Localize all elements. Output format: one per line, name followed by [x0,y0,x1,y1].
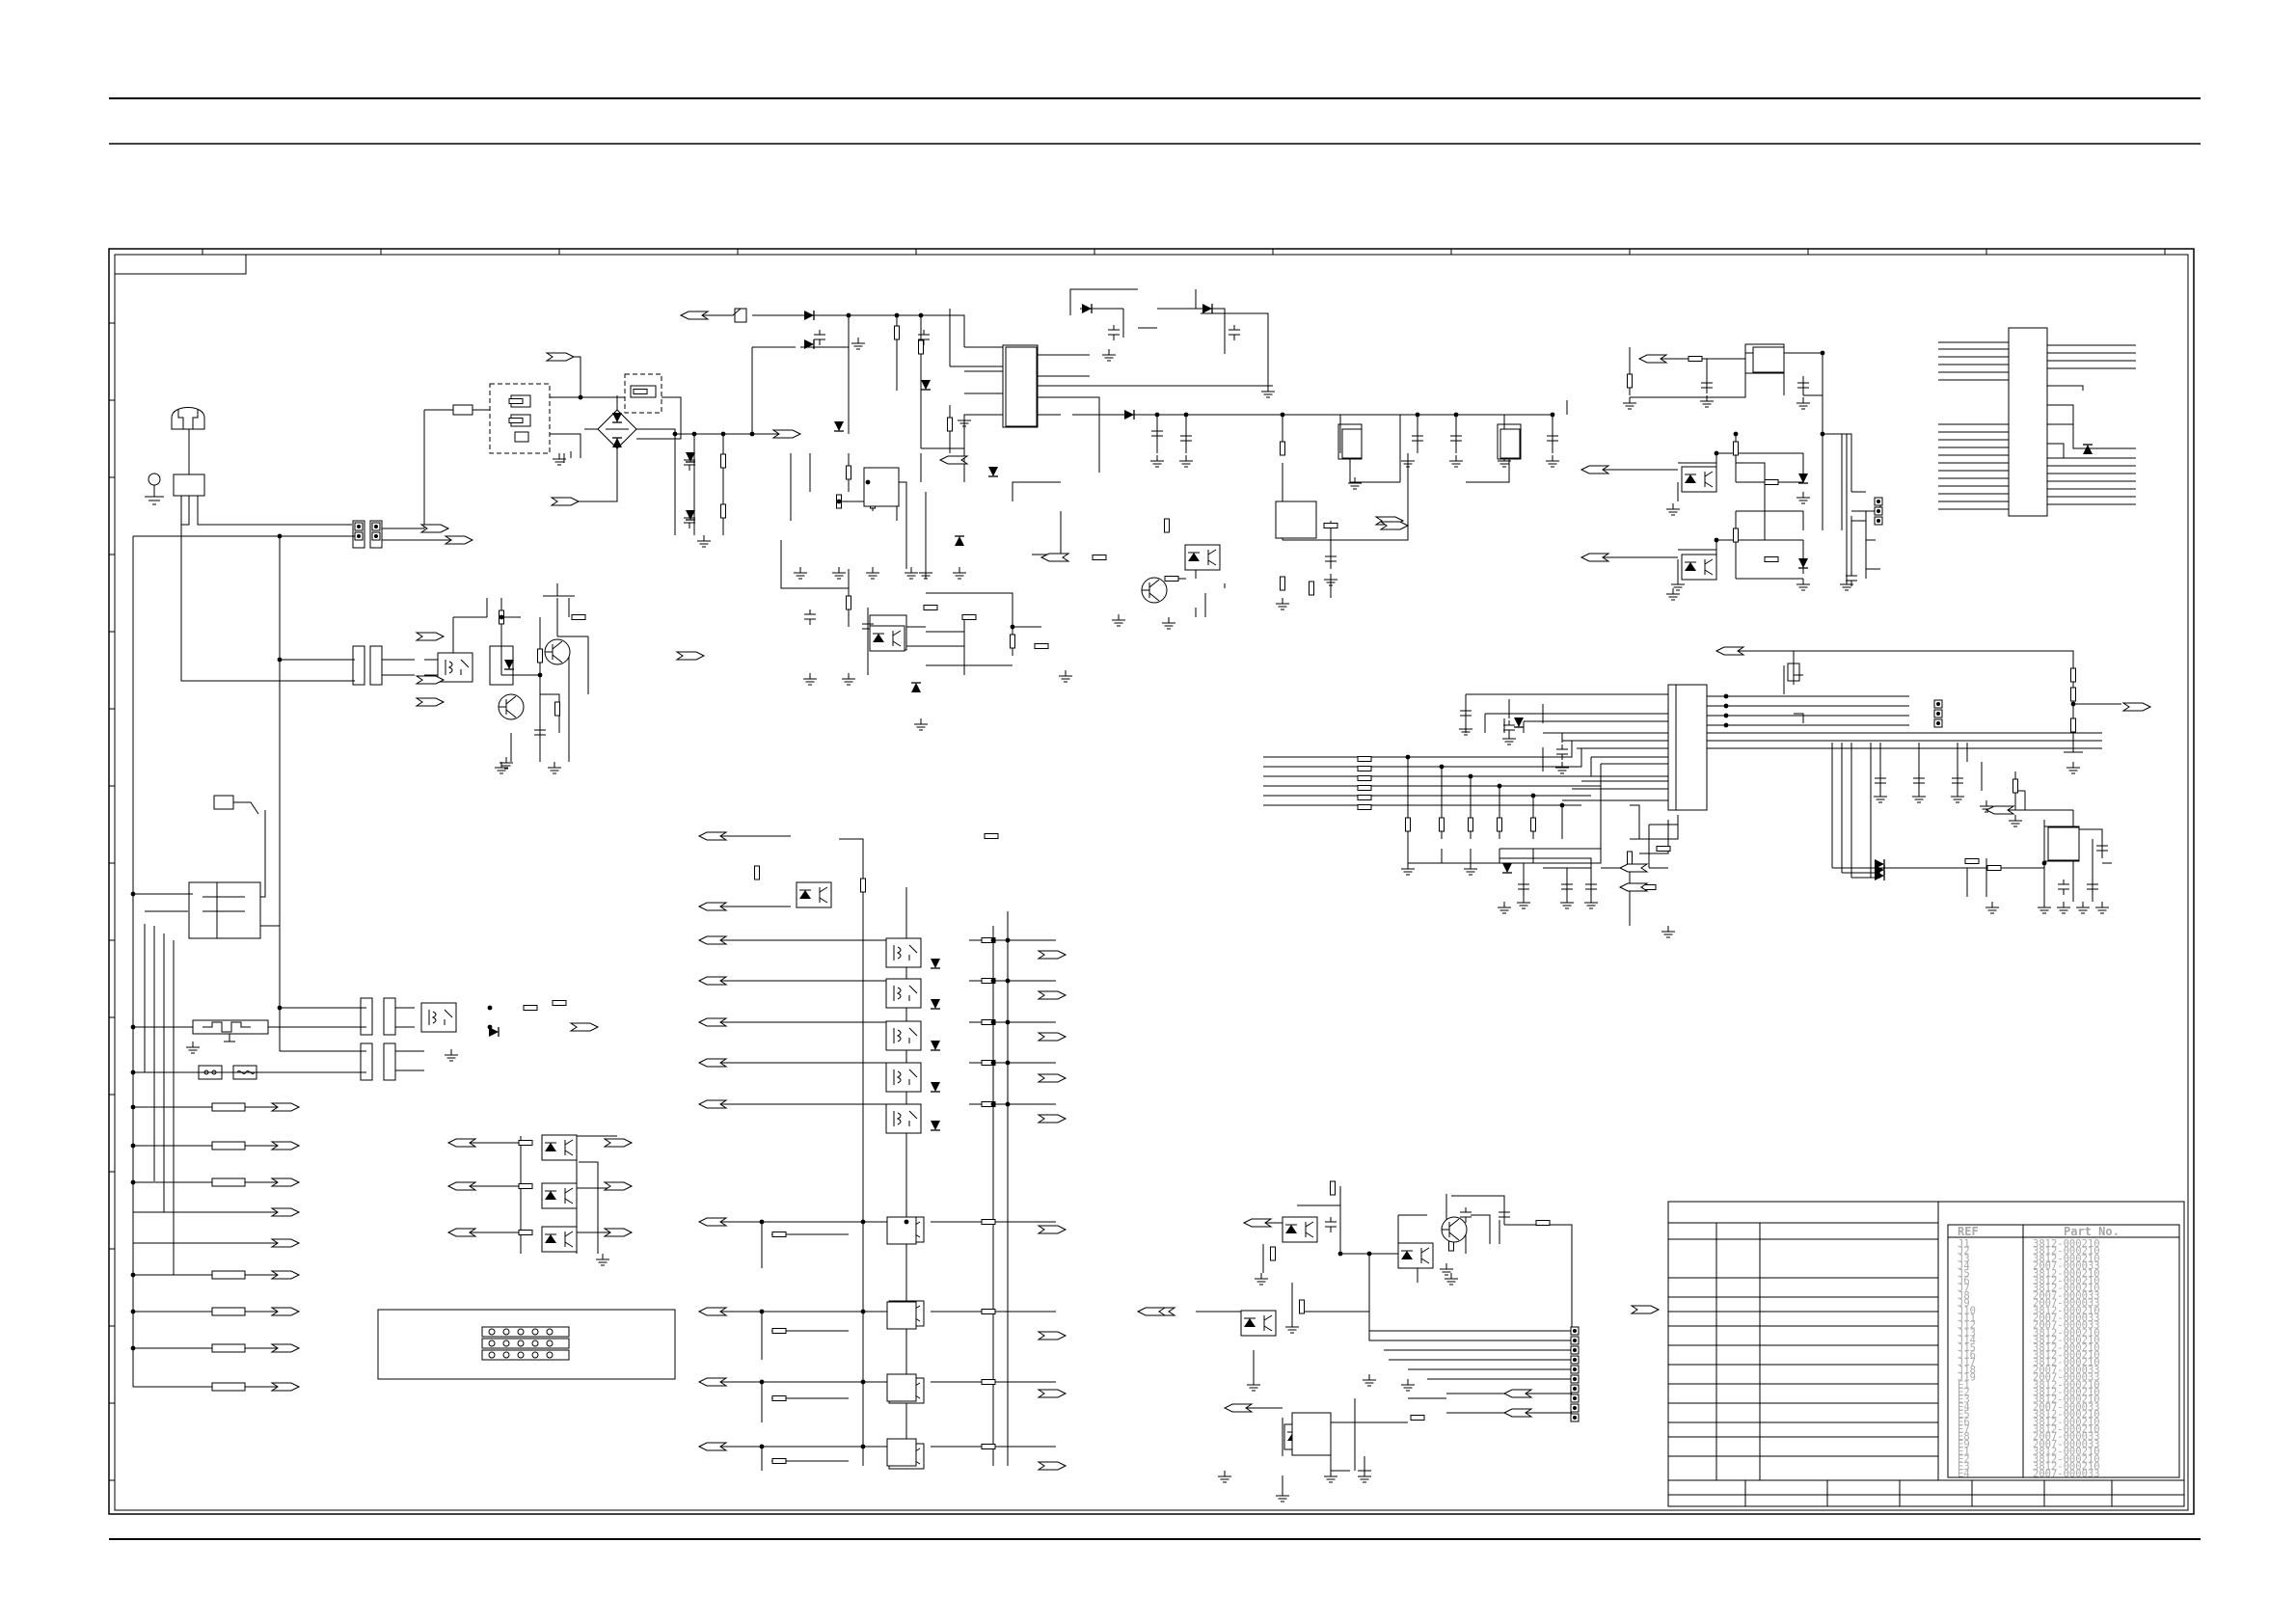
title-block [1667,1201,2185,1507]
parts-row-ref: J1 [1958,1238,1970,1250]
parts-row-partno: 3812-000210 [2033,1335,2100,1346]
parts-row-partno: 3812-000210 [2033,1417,2100,1428]
parts-row-partno: 3812-000210 [2033,1342,2100,1354]
parts-row-partno: 2007-000033 [2033,1298,2100,1310]
parts-row-ref: J7 [1958,1283,1970,1294]
parts-row-ref: E7 [1958,1424,1970,1436]
opto-couplers [541,466,1717,1470]
connector-pairs [352,410,453,1081]
parts-row-partno: 2007-000033 [2033,1431,2100,1443]
parts-row-ref: J10 [1958,1305,1976,1316]
ic-blocks [863,346,2080,1467]
parts-row-ref: E1 [1958,1447,1970,1458]
jumper-block [377,1309,676,1380]
parts-row-partno: 2007-000033 [2033,1365,2100,1376]
grounds [185,337,2110,1502]
parts-row-ref: J2 [1958,1246,1970,1258]
parts-row-partno: 3812-000210 [2033,1350,2100,1362]
transistors [498,507,1468,1243]
parts-row-ref: E9 [1958,1439,1970,1450]
parts-table-header-partno: Part No. [2064,1225,2120,1238]
parts-row-ref: J5 [1958,1268,1970,1280]
parts-table-header-ref: REF [1958,1225,1979,1238]
parts-row-partno: 3812-000210 [2033,1424,2100,1436]
parts-row-partno: 3812-000210 [2033,1305,2100,1316]
parts-row-ref: J4 [1958,1260,1970,1272]
connector-flags [271,311,2151,1471]
parts-row-partno: 2007-000033 [2033,1290,2100,1302]
parts-row-partno: 3812-000210 [2033,1283,2100,1294]
ac-inlet [145,407,355,682]
parts-row-partno: 3812-000210 [2033,1238,2100,1250]
parts-row-partno: 3812-000210 [2033,1447,2100,1458]
parts-row-ref: E3 [1958,1394,1970,1406]
parts-row-partno: 3812-000210 [2033,1461,2100,1473]
parts-row-ref: E5 [1958,1409,1970,1421]
left-bus [132,535,366,1387]
frame-ticks [109,249,2166,1481]
parts-row-partno: 2007-000033 [2033,1401,2100,1413]
parts-row-ref: J6 [1958,1276,1970,1287]
drawing-frame [108,248,2195,1515]
pin-headers [354,497,1943,1422]
parts-row-ref: E8 [1958,1431,1970,1443]
parts-row-ref: E2 [1958,1453,1970,1465]
parts-row-ref: J18 [1958,1365,1976,1376]
page-rules [109,97,2201,1540]
parts-row-ref: J14 [1958,1335,1976,1346]
parts-row-partno: 2007-000033 [2033,1313,2100,1324]
parts-row-partno: 3812-000210 [2033,1394,2100,1406]
parts-row-ref: J12 [1958,1320,1976,1332]
parts-row-ref: E4 [1958,1401,1970,1413]
diodes [488,303,2093,1131]
parts-row-ref: J3 [1958,1253,1970,1264]
parts-row-ref: E6 [1958,1417,1970,1428]
parts-row-partno: 2007-000033 [2033,1320,2100,1332]
parts-row-partno: 2007-000033 [2033,1439,2100,1450]
parts-row-ref: J9 [1958,1298,1970,1310]
parts-row-ref: J17 [1958,1357,1976,1368]
parts-row-partno: 3812-000210 [2033,1246,2100,1258]
junction-dots [130,312,2076,1449]
parts-row-partno: 2007-000033 [2033,1372,2100,1384]
parts-row-ref: J13 [1958,1327,1976,1339]
relays [420,652,922,1134]
parts-row-ref: J11 [1958,1313,1976,1324]
parts-row-ref: E3 [1958,1461,1970,1473]
fuse-column [211,1102,289,1392]
parts-row-partno: 3812-000210 [2033,1409,2100,1421]
parts-row-ref: E4 [1958,1469,1970,1480]
parts-row-partno: 3812-000210 [2033,1453,2100,1465]
parts-row-ref: J16 [1958,1350,1976,1362]
parts-row-ref: J15 [1958,1342,1976,1354]
parts-row-partno: 3812-000210 [2033,1268,2100,1280]
capacitors [533,324,2109,1233]
parts-row-ref: E1 [1958,1379,1970,1391]
resistors [499,325,2076,1464]
parts-row-partno: 3812-000210 [2033,1276,2100,1287]
parts-row-partno: 3812-000210 [2033,1387,2100,1398]
parts-row-partno: 3812-000210 [2033,1253,2100,1264]
parts-row-partno: 2007-000033 [2033,1469,2100,1480]
parts-row-ref: J19 [1958,1372,1976,1384]
parts-row-partno: 3812-000210 [2033,1327,2100,1339]
parts-row-ref: J8 [1958,1290,1970,1302]
parts-row-ref: E2 [1958,1387,1970,1398]
parts-row-partno: 2007-000033 [2033,1260,2100,1272]
parts-row-partno: 3812-000210 [2033,1379,2100,1391]
parts-row-partno: 3812-000210 [2033,1357,2100,1368]
